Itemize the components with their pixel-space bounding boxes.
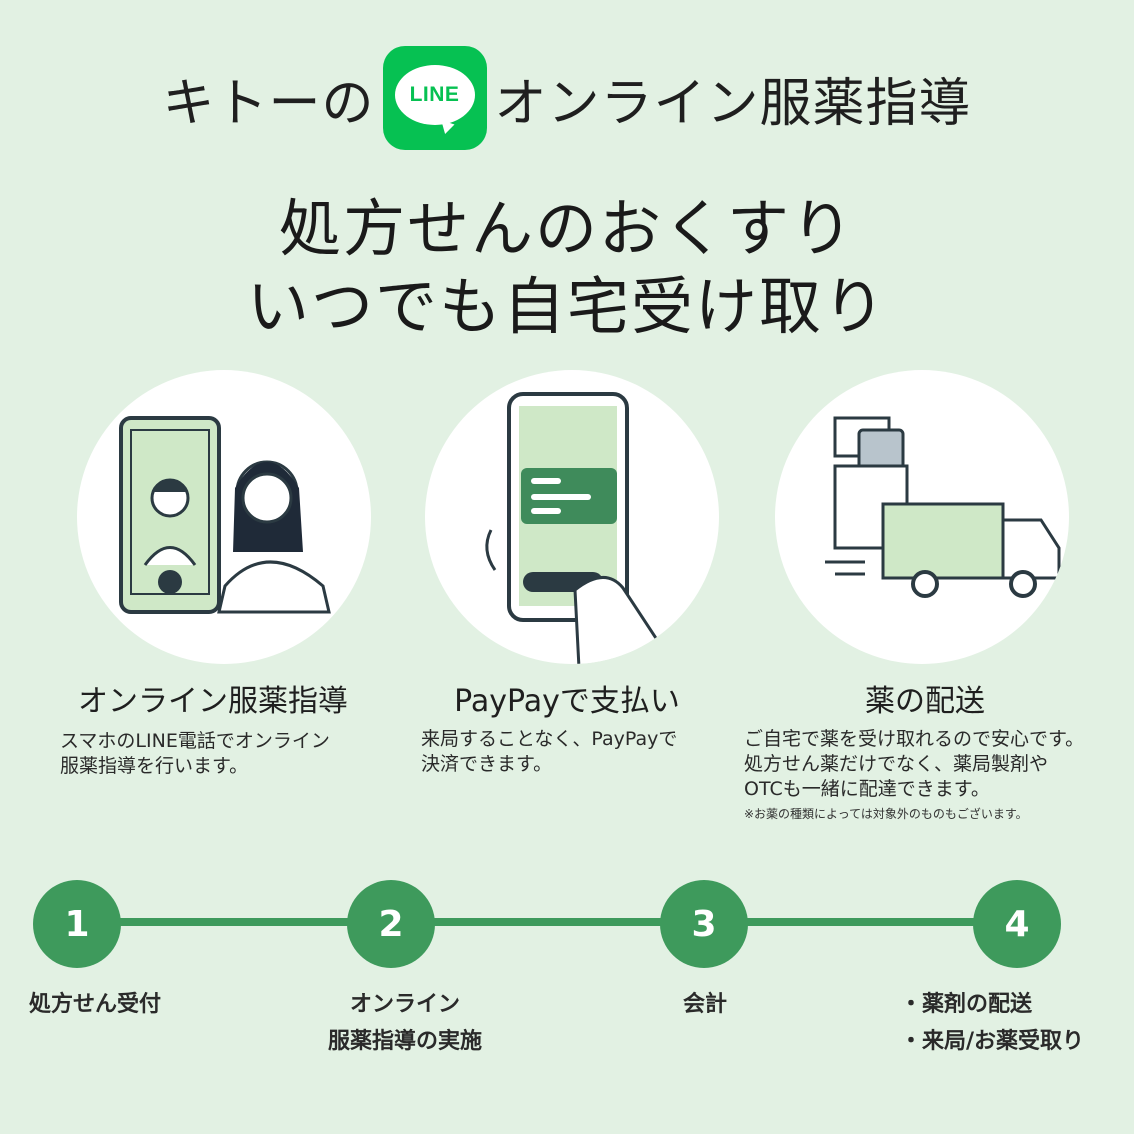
feature-3-desc-line-2: 処方せん薬だけでなく、薬局製剤や	[744, 753, 1049, 775]
delivery-truck-icon	[825, 416, 1061, 598]
step-2-label-line-2: 服薬指導の実施	[327, 1029, 482, 1054]
feature-2-desc-line-1: 来局することなく、PayPayで	[421, 728, 678, 750]
title-suffix: オンライン服薬指導	[494, 73, 972, 134]
steps-connector-line	[77, 918, 1017, 926]
feature-3-title: 薬の配送	[865, 684, 985, 719]
page-title: キトーの LINE オンライン服薬指導	[0, 46, 1134, 150]
feature-1-desc-line-2: 服薬指導を行います。	[60, 755, 249, 777]
step-3-badge: 3	[660, 880, 748, 968]
step-1-label: 処方せん受付	[10, 986, 180, 1023]
title-prefix: キトーの	[162, 73, 375, 134]
feature-2-desc-line-2: 決済できます。	[421, 753, 553, 775]
feature-2-description: 来局することなく、PayPayで 決済できます。	[421, 727, 731, 777]
feature-1-illustration	[77, 370, 371, 664]
step-4-label: ・薬剤の配送 ・来局/お薬受取り	[900, 986, 1132, 1060]
feature-3-desc-line-3: OTCも一緒に配達できます。	[744, 778, 990, 800]
step-4-label-line-1: ・薬剤の配送	[900, 992, 1033, 1017]
step-2-badge: 2	[347, 880, 435, 968]
step-1-label-line-1: 処方せん受付	[28, 992, 161, 1017]
headline-line-2: いつでも自宅受け取り	[246, 270, 887, 343]
step-3-label-line-1: 会計	[682, 992, 727, 1017]
feature-3-desc-line-1: ご自宅で薬を受け取れるので安心です。	[744, 728, 1085, 750]
phone-payment-icon	[485, 392, 672, 664]
feature-3-description: ご自宅で薬を受け取れるので安心です。 処方せん薬だけでなく、薬局製剤や OTCも…	[744, 727, 1124, 824]
video-call-icon	[119, 416, 331, 614]
step-1-badge: 1	[33, 880, 121, 968]
step-2-label-line-1: オンライン	[349, 992, 460, 1017]
step-2-label: オンライン 服薬指導の実施	[300, 986, 510, 1060]
feature-1-desc-line-1: スマホのLINE電話でオンライン	[60, 730, 330, 752]
headline-line-1: 処方せんのおくすり	[278, 192, 855, 265]
feature-2-illustration	[425, 370, 719, 664]
feature-2-title: PayPayで支払い	[454, 684, 680, 719]
line-logo-icon: LINE	[382, 46, 487, 150]
step-4-badge: 4	[973, 880, 1061, 968]
feature-3-note: ※お薬の種類によっては対象外のものもございます。	[744, 807, 1028, 821]
feature-1-title: オンライン服薬指導	[78, 684, 348, 719]
feature-3-illustration	[775, 370, 1069, 664]
line-logo-text: LINE	[394, 65, 475, 125]
feature-1-description: スマホのLINE電話でオンライン 服薬指導を行います。	[60, 729, 380, 779]
step-3-label: 会計	[650, 986, 760, 1023]
step-4-label-line-2: ・来局/お薬受取り	[900, 1029, 1085, 1054]
